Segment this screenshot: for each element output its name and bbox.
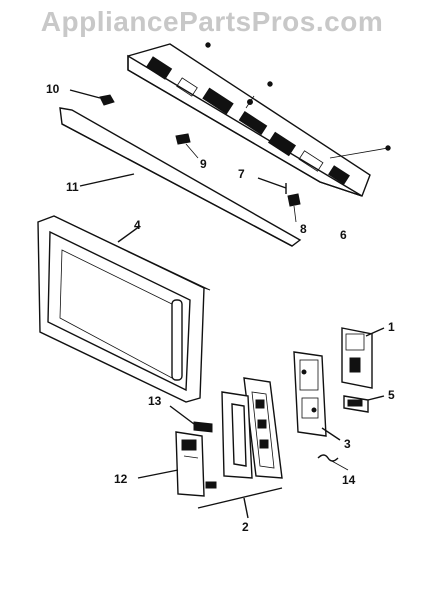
- callout-2: 2: [242, 520, 249, 534]
- callout-6: 6: [340, 228, 347, 242]
- watermark-text: AppliancePartsPros.com: [40, 6, 384, 37]
- callout-3: 3: [344, 437, 351, 451]
- part-1-control-board: [341, 327, 385, 389]
- part-10-clip: [69, 89, 115, 106]
- callout-11: 11: [66, 180, 79, 194]
- part-4-door: [37, 215, 211, 403]
- part-8-clip: [257, 177, 301, 223]
- part-13-label-plate: [169, 405, 213, 433]
- part-3-control-housing: [293, 351, 341, 441]
- part-2-control-frame: [197, 377, 283, 519]
- part-11-trim-strip: [59, 107, 302, 247]
- part-9-clip: [175, 133, 199, 159]
- callout-1: 1: [388, 320, 395, 334]
- callout-13: 13: [148, 394, 162, 408]
- part-5-connector: [343, 395, 385, 413]
- callout-5: 5: [388, 388, 395, 402]
- callout-8: 8: [300, 222, 307, 236]
- part-14-spring: [317, 454, 349, 471]
- callout-4: 4: [134, 218, 141, 232]
- callout-14: 14: [342, 473, 356, 487]
- part-6-control-bar: [127, 42, 391, 197]
- callout-10: 10: [46, 82, 60, 96]
- part-12-face-plate: [137, 431, 217, 497]
- callout-12: 12: [114, 472, 128, 486]
- callout-7: 7: [238, 167, 245, 181]
- callout-9: 9: [200, 157, 207, 171]
